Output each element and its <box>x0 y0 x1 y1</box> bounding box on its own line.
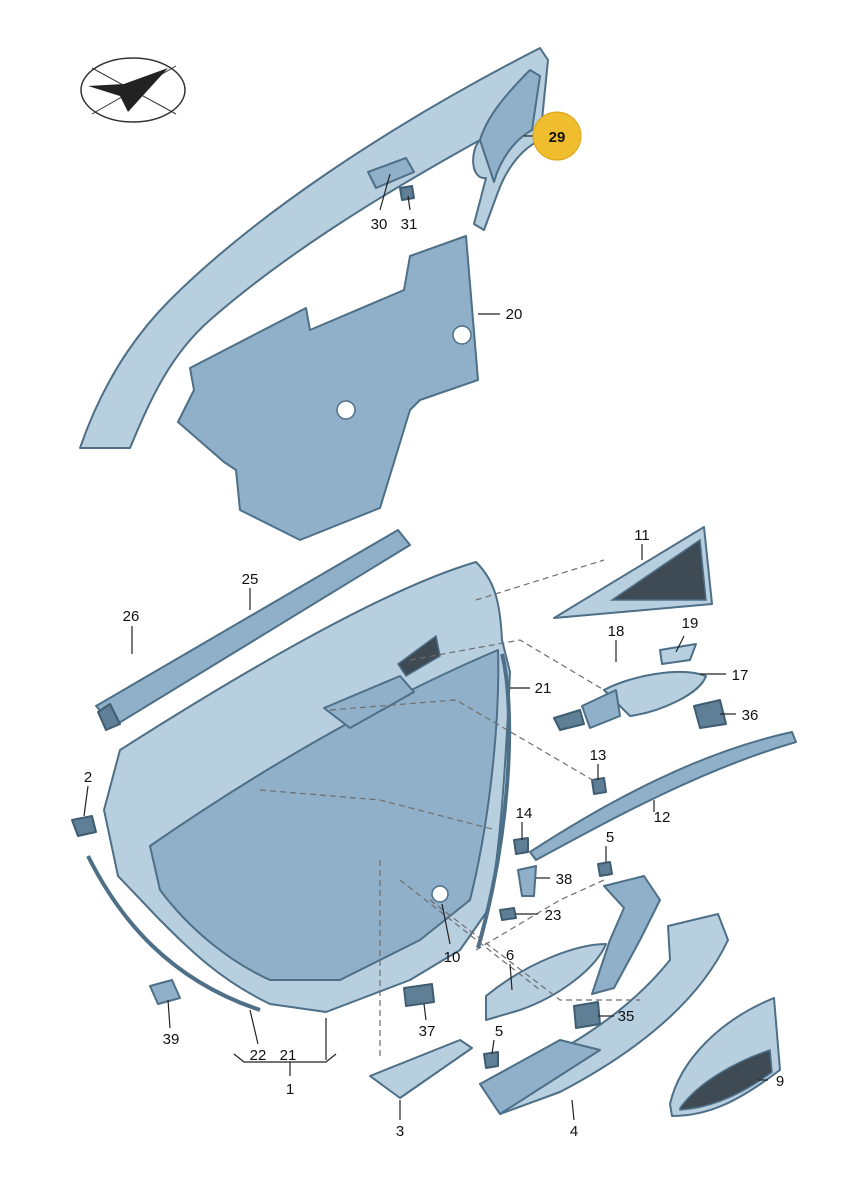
part-5-armrest-bracket <box>591 875 661 995</box>
part-21-seal-rod <box>476 653 512 949</box>
part-6-pull-handle <box>485 943 607 1021</box>
callout-18[interactable]: 18 <box>608 623 625 640</box>
callout-17[interactable]: 17 <box>732 667 749 684</box>
part-1-door-panel <box>103 561 511 1013</box>
part-17-door-handle <box>553 643 707 731</box>
part-11-triangle-cover <box>553 526 713 619</box>
small-fasteners <box>483 777 613 1069</box>
part-3-cover <box>369 1039 473 1099</box>
part-4-armrest <box>479 913 729 1115</box>
callout-29-highlighted[interactable]: 29 <box>532 111 582 161</box>
callout-5-lower[interactable]: 5 <box>495 1023 503 1040</box>
part-12-trim-strip <box>529 731 797 861</box>
callout-6[interactable]: 6 <box>506 947 514 964</box>
part-30-clip <box>367 157 415 201</box>
callout-20[interactable]: 20 <box>506 306 523 323</box>
callout-4[interactable]: 4 <box>570 1123 578 1140</box>
part-35-37-switches <box>403 983 601 1029</box>
callout-5-upper[interactable]: 5 <box>606 829 614 846</box>
callout-11[interactable]: 11 <box>634 527 650 544</box>
callout-1[interactable]: 1 <box>286 1081 294 1098</box>
callout-39[interactable]: 39 <box>163 1031 180 1048</box>
callout-30[interactable]: 30 <box>371 216 388 233</box>
callout-22[interactable]: 22 <box>250 1047 267 1064</box>
callout-36[interactable]: 36 <box>742 707 759 724</box>
callout-12[interactable]: 12 <box>654 809 671 826</box>
callout-25[interactable]: 25 <box>242 571 259 588</box>
callout-21-bottom[interactable]: 21 <box>280 1047 297 1064</box>
part-25-sill-strip <box>95 529 411 731</box>
callout-35[interactable]: 35 <box>618 1008 635 1025</box>
callout-26[interactable]: 26 <box>123 608 140 625</box>
part-9-speaker-grille <box>669 997 781 1117</box>
part-22-seal-strip <box>86 855 261 1012</box>
callout-38[interactable]: 38 <box>556 871 573 888</box>
callout-31[interactable]: 31 <box>401 216 418 233</box>
part-29-window-frame-trim <box>79 47 549 449</box>
callout-3[interactable]: 3 <box>396 1123 404 1140</box>
assembly-dash-lines <box>259 559 640 1060</box>
leader-lines <box>83 135 768 1121</box>
callout-label: 29 <box>549 129 566 146</box>
callout-14[interactable]: 14 <box>516 805 533 822</box>
callout-labels: 30 31 20 11 25 26 18 19 17 21 36 2 13 12… <box>84 216 784 1140</box>
callout-9[interactable]: 9 <box>776 1073 784 1090</box>
callout-21-top[interactable]: 21 <box>535 680 552 697</box>
part-36-switch <box>693 699 727 729</box>
callout-23[interactable]: 23 <box>545 907 562 924</box>
callout-2[interactable]: 2 <box>84 769 92 786</box>
callout-10[interactable]: 10 <box>444 949 461 966</box>
callout-13[interactable]: 13 <box>590 747 607 764</box>
part-20-insulation-sheet <box>177 235 479 541</box>
callout-37[interactable]: 37 <box>419 1023 436 1040</box>
part-2-clip <box>71 815 97 837</box>
callout-19[interactable]: 19 <box>682 615 699 632</box>
check-arrow-logo-icon <box>80 57 186 123</box>
